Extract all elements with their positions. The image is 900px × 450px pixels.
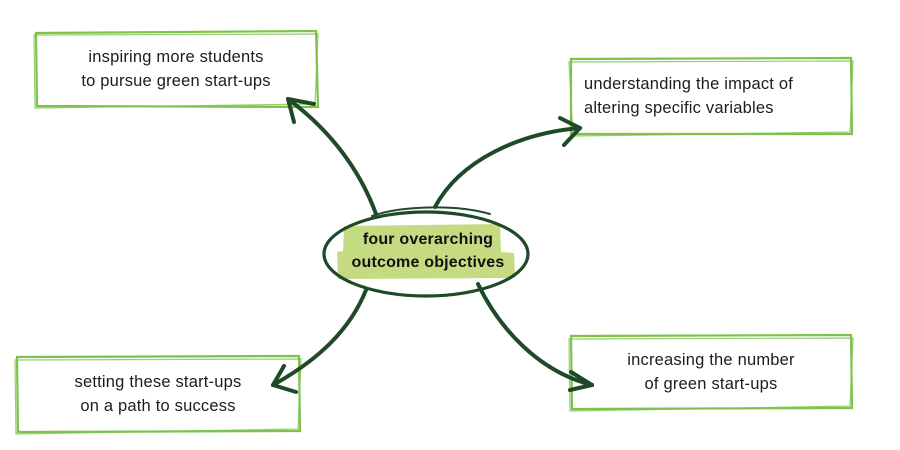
arrow-to-bottom-left (271, 288, 368, 394)
arrow-to-top-right (433, 116, 582, 209)
objective-box-top-left: inspiring more students to pursue green … (36, 31, 316, 107)
objective-text-top-left: inspiring more students to pursue green … (81, 45, 270, 93)
objective-line: inspiring more students (88, 48, 264, 66)
objective-line: of green start-ups (644, 375, 778, 393)
objective-line: setting these start-ups (74, 373, 242, 391)
objective-text-bottom-left: setting these start-ups on a path to suc… (75, 370, 242, 418)
objective-box-bottom-right: increasing the number of green start-ups (571, 335, 851, 409)
objective-line: understanding the impact of (584, 75, 794, 93)
center-ellipse (322, 206, 530, 298)
center-topic: four overarching outcome objectives (332, 222, 524, 280)
center-topic-line: four overarching (362, 231, 494, 248)
center-topic-line: outcome objectives (351, 254, 505, 271)
objective-line: to pursue green start-ups (81, 72, 271, 90)
objective-line: increasing the number (627, 351, 795, 369)
box-border-top-right (568, 56, 854, 137)
arrow-to-top-left (286, 97, 378, 216)
box-border-bottom-left (14, 354, 302, 435)
objective-box-bottom-left: setting these start-ups on a path to suc… (17, 356, 299, 432)
objective-line: altering specific variables (584, 99, 774, 117)
objective-text-top-right: understanding the impact of altering spe… (584, 72, 793, 120)
arrow-to-bottom-right (476, 282, 594, 392)
objective-text-bottom-right: increasing the number of green start-ups (627, 348, 794, 396)
center-highlight (337, 224, 515, 279)
box-border-bottom-right (568, 333, 854, 412)
objective-box-top-right: understanding the impact of altering spe… (571, 58, 851, 134)
objective-line: on a path to success (80, 397, 236, 415)
